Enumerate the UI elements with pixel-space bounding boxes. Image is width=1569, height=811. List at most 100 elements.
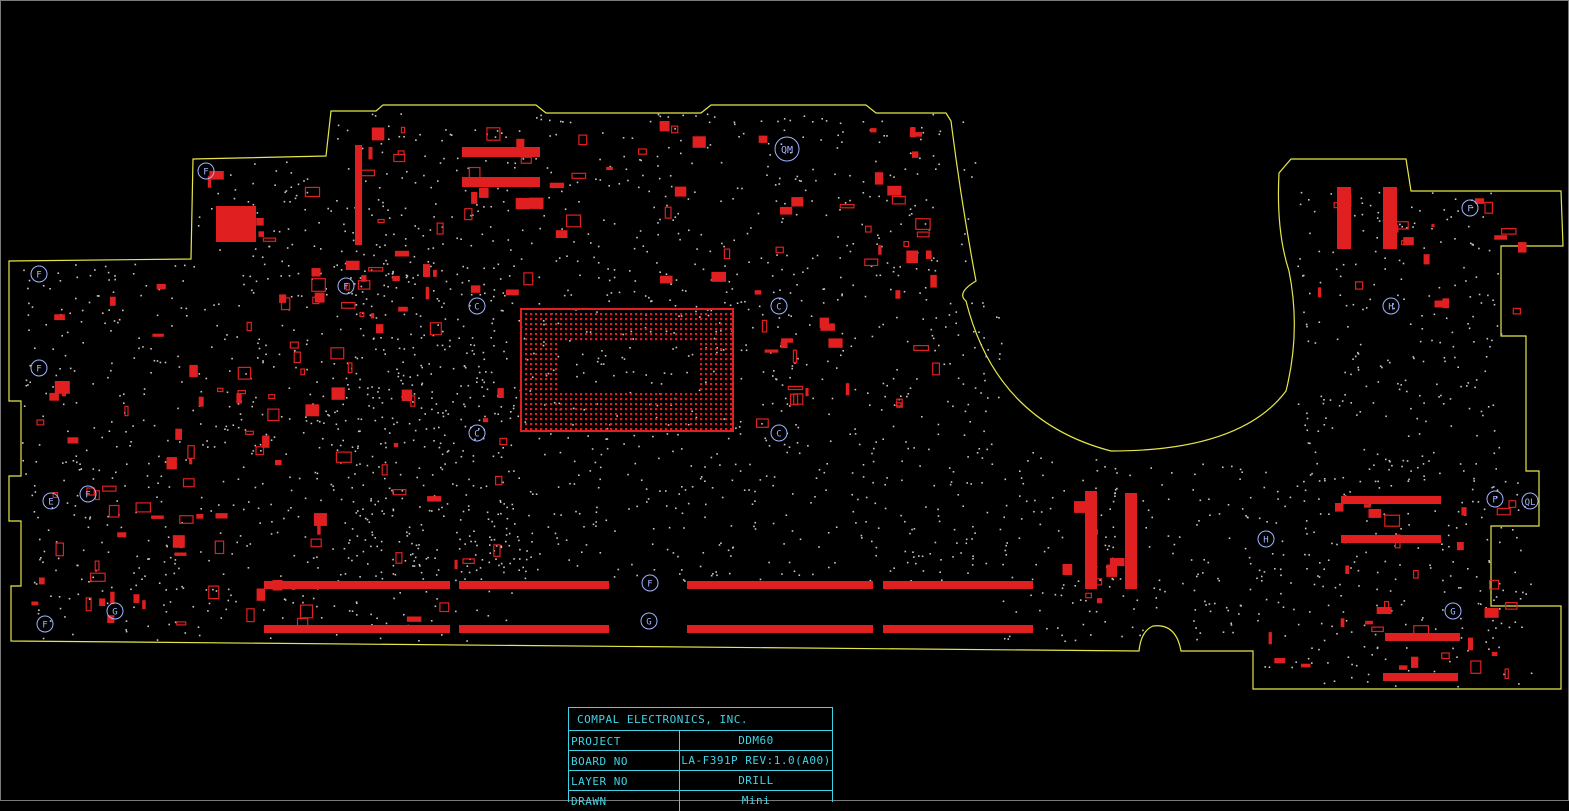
bga-ball [535, 418, 538, 421]
via [416, 374, 419, 377]
bga-ball [610, 413, 613, 416]
via [1062, 584, 1065, 586]
via [1249, 588, 1252, 591]
via [738, 426, 741, 428]
via [1022, 482, 1025, 485]
via [1508, 626, 1511, 629]
via [555, 260, 558, 262]
via [169, 556, 172, 559]
bga-ball [525, 328, 528, 331]
bga-ball [580, 323, 583, 326]
via [388, 432, 391, 434]
bga-ball [570, 393, 573, 396]
via [380, 571, 383, 574]
bga-ball [725, 408, 728, 411]
bga-ball [585, 418, 588, 421]
via [874, 502, 877, 505]
via [1351, 676, 1353, 679]
via [1371, 654, 1373, 656]
via [908, 214, 911, 217]
via [1227, 504, 1230, 506]
via [878, 141, 881, 144]
via [1480, 603, 1482, 605]
via [424, 413, 426, 415]
via [1516, 536, 1518, 539]
via [760, 120, 763, 122]
via [519, 558, 521, 560]
via [846, 244, 848, 247]
via [852, 284, 854, 287]
via [59, 280, 62, 282]
via [468, 509, 470, 511]
bga-ball [590, 408, 593, 411]
via [1338, 405, 1341, 407]
via [346, 207, 349, 210]
via [576, 375, 578, 378]
via [470, 540, 472, 543]
via [414, 225, 416, 227]
via [928, 448, 930, 451]
via [476, 377, 478, 379]
via [1214, 602, 1216, 605]
bga-ball [565, 333, 568, 336]
via [1422, 360, 1425, 363]
via [515, 396, 518, 399]
component-pad [516, 138, 525, 149]
bga-ball [560, 418, 563, 421]
via [467, 167, 470, 170]
via [252, 182, 254, 185]
via [335, 634, 338, 636]
via [987, 349, 989, 351]
via [1074, 585, 1076, 587]
bga-ball [705, 323, 708, 326]
via [391, 417, 394, 420]
via [392, 564, 395, 567]
via [273, 230, 275, 232]
bga-ball [610, 338, 613, 341]
via [721, 242, 723, 245]
bga-ball [695, 408, 698, 411]
via [447, 449, 450, 452]
via [986, 511, 989, 514]
via [1324, 479, 1326, 482]
via [396, 368, 398, 371]
via [316, 556, 318, 558]
via [416, 476, 418, 479]
via [865, 521, 867, 523]
via [1112, 500, 1115, 503]
component-pad [1504, 668, 1509, 680]
via [287, 509, 290, 512]
via [797, 357, 799, 360]
component-pad [311, 268, 321, 277]
bga-ball [620, 318, 623, 321]
via [438, 446, 441, 449]
via [177, 355, 179, 358]
via [1413, 357, 1415, 360]
via [297, 272, 300, 275]
bga-ball [680, 428, 683, 431]
via [167, 536, 170, 538]
bga-ball [585, 423, 588, 426]
via [1374, 480, 1377, 483]
bga-ball [530, 363, 533, 366]
bga-ball [625, 393, 628, 396]
bga-ball [530, 358, 533, 361]
component-pad [300, 368, 306, 376]
bga-ball [725, 378, 728, 381]
via [1227, 609, 1229, 612]
bga-ball [625, 333, 628, 336]
bga-ball [590, 338, 593, 341]
via [502, 481, 504, 484]
via [1263, 486, 1266, 489]
component-pad [429, 322, 442, 336]
via [685, 290, 687, 292]
bga-ball [615, 313, 618, 316]
bga-ball [640, 338, 643, 341]
via [377, 391, 379, 393]
via [723, 245, 725, 248]
via [1082, 479, 1084, 482]
via [1192, 489, 1194, 491]
via [108, 430, 111, 432]
